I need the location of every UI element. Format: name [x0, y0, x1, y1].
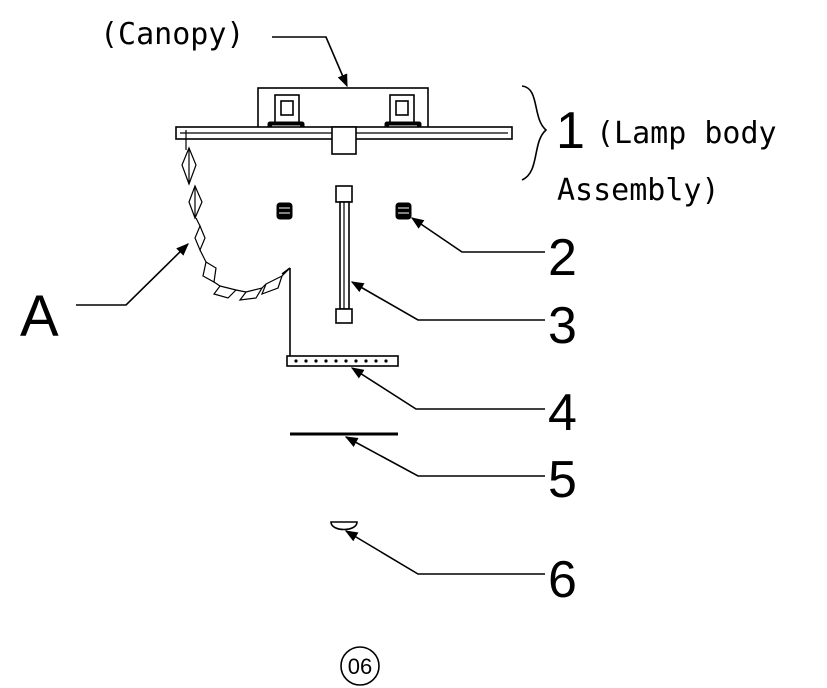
crystal-chain — [181, 130, 291, 301]
leader-A — [76, 243, 189, 306]
socket-cap-right — [395, 202, 412, 220]
lamp-body-assembly — [175, 85, 548, 181]
leader-6 — [344, 530, 545, 575]
part-1-label-line1: (Lamp body — [596, 116, 777, 151]
leader-2 — [410, 217, 545, 253]
center-stem — [331, 126, 357, 155]
socket-cap-left — [276, 202, 293, 220]
part-1-label-line2: Assembly) — [557, 173, 720, 208]
part-5-number: 5 — [548, 451, 577, 509]
ring-plate — [286, 355, 399, 367]
finial — [330, 521, 358, 531]
center-rod — [335, 185, 353, 324]
leader-4 — [350, 367, 545, 410]
assembly-brace — [521, 85, 548, 181]
part-3-number: 3 — [548, 297, 577, 355]
part-6-number: 6 — [548, 551, 577, 609]
part-1-number: 1 — [556, 102, 585, 160]
part-4-number: 4 — [548, 384, 577, 442]
part-A-label: A — [20, 284, 59, 349]
canopy-leader — [272, 36, 348, 88]
page-number-circle — [340, 646, 380, 686]
page-number: 06 — [348, 654, 372, 679]
part-2-number: 2 — [548, 229, 577, 287]
hanging-arm — [281, 267, 291, 356]
leader-5 — [344, 436, 545, 477]
leader-3 — [350, 281, 545, 321]
canopy-label: (Canopy) — [100, 17, 245, 52]
